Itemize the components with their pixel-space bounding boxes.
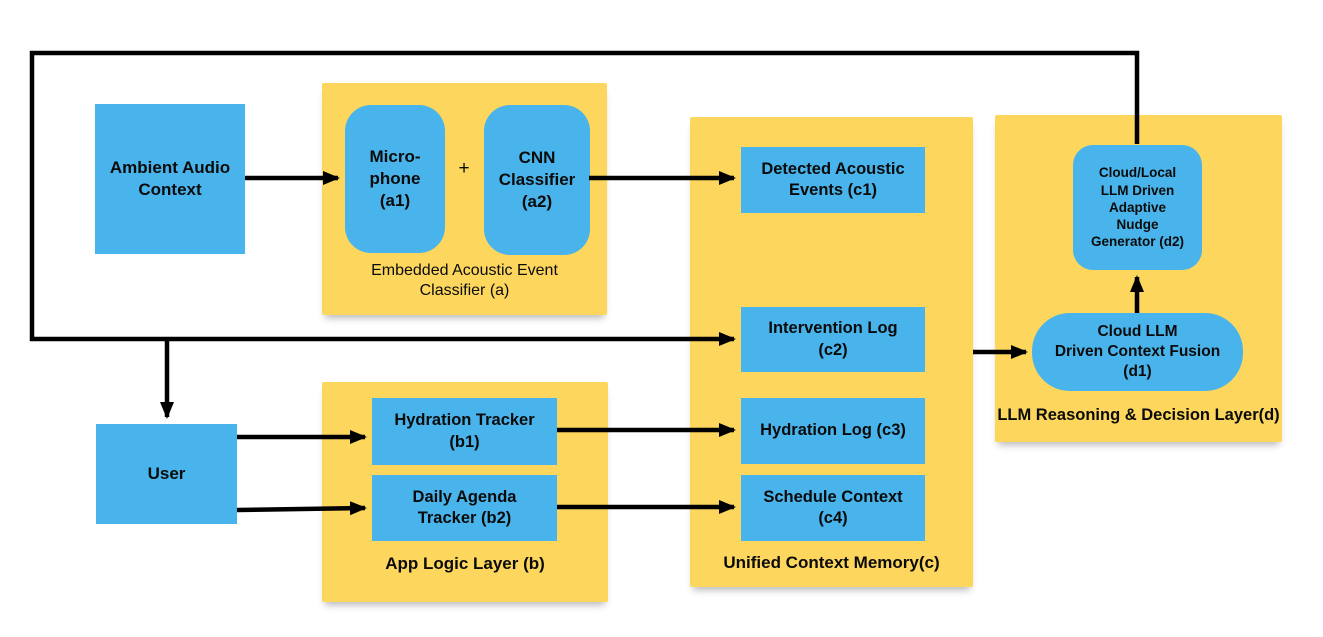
node-user: User xyxy=(96,424,237,524)
node-microphone-a1: Micro- phone (a1) xyxy=(345,105,445,253)
node-nudge-generator-d2: Cloud/Local LLM Driven Adaptive Nudge Ge… xyxy=(1073,145,1202,270)
node-schedule-context-c4: Schedule Context (c4) xyxy=(741,475,925,541)
arrow-feedback-loop-d2-to-intervention-log xyxy=(29,50,1140,346)
label-app-logic-layer: App Logic Layer (b) xyxy=(385,554,545,573)
node-hydration-log-c3: Hydration Log (c3) xyxy=(741,398,925,464)
label-embedded-acoustic-event-classifier: Embedded Acoustic Event Classifier (a) xyxy=(371,262,558,299)
plus-operator: + xyxy=(458,158,470,179)
node-cnn-classifier-a2: CNN Classifier (a2) xyxy=(484,105,590,255)
arrow-user-to-daily-agenda-tracker xyxy=(236,501,367,516)
node-daily-agenda-tracker-b2: Daily Agenda Tracker (b2) xyxy=(372,475,557,541)
node-intervention-log-c2: Intervention Log (c2) xyxy=(741,307,925,372)
node-hydration-tracker-b1: Hydration Tracker (b1) xyxy=(372,398,557,465)
node-detected-acoustic-events-c1: Detected Acoustic Events (c1) xyxy=(741,147,925,213)
label-llm-reasoning-decision-layer: LLM Reasoning & Decision Layer(d) xyxy=(997,406,1280,424)
label-unified-context-memory: Unified Context Memory(c) xyxy=(723,553,940,572)
node-context-fusion-d1: Cloud LLM Driven Context Fusion (d1) xyxy=(1032,313,1243,391)
node-ambient-audio-context: Ambient Audio Context xyxy=(95,104,245,254)
